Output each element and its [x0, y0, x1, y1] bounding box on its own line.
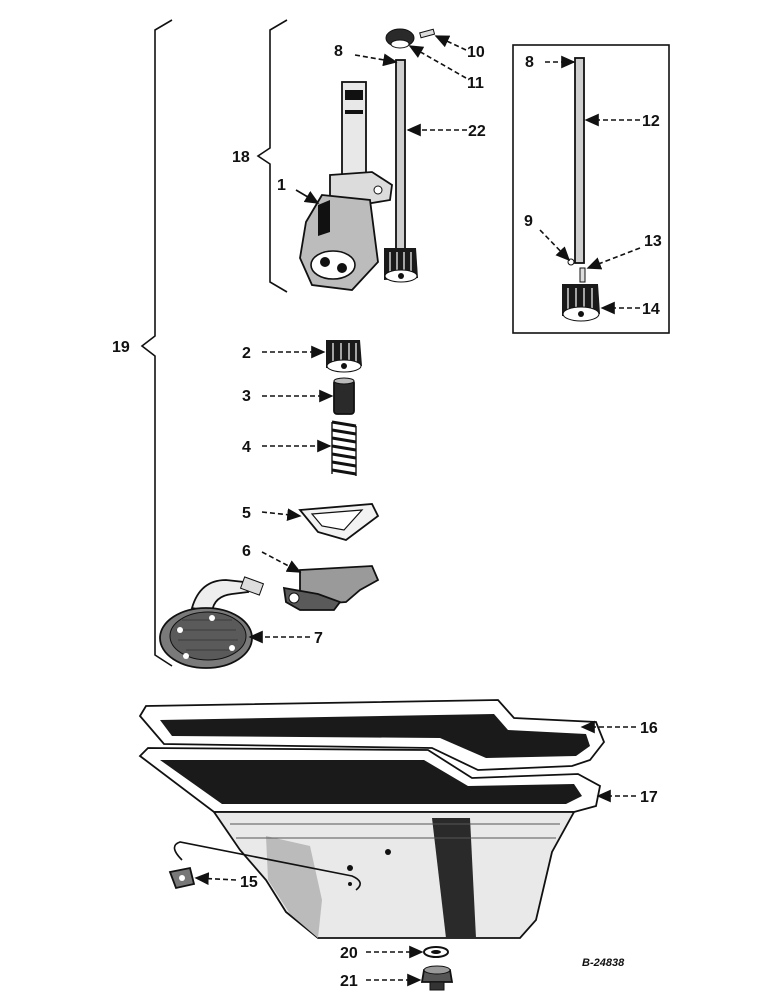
label-6: 6 — [242, 543, 251, 560]
drive-gear-11 — [385, 28, 415, 49]
label-14: 14 — [642, 301, 660, 318]
inset-box — [512, 44, 670, 334]
label-19: 19 — [112, 339, 130, 356]
label-11: 11 — [467, 75, 484, 92]
washer-20 — [423, 946, 449, 958]
pin-10 — [419, 28, 436, 39]
label-10: 10 — [467, 44, 485, 61]
pin-13 — [579, 267, 586, 283]
cover-6 — [282, 565, 380, 611]
label-16: 16 — [640, 720, 658, 737]
label-17: 17 — [640, 789, 658, 806]
label-13: 13 — [644, 233, 662, 250]
label-1: 1 — [277, 177, 286, 194]
drawing-code: B-24838 — [582, 957, 625, 969]
plunger-3 — [333, 377, 355, 415]
drain-plug-21 — [420, 965, 454, 991]
label-18: 18 — [232, 149, 250, 166]
label-4: 4 — [242, 439, 251, 456]
label-7: 7 — [314, 630, 323, 647]
oil-screen-7 — [159, 576, 265, 669]
pan-gasket-16 — [138, 699, 606, 771]
label-8b: 8 — [525, 54, 534, 71]
label-22: 22 — [468, 123, 486, 140]
bracket-18 — [256, 19, 288, 293]
oil-pan-17 — [138, 747, 602, 939]
bracket-19 — [140, 19, 173, 667]
spring-4 — [331, 420, 357, 476]
gasket-5 — [298, 503, 380, 541]
label-3: 3 — [242, 388, 251, 405]
gear-14 — [562, 284, 600, 322]
label-15: 15 — [240, 874, 258, 891]
label-21: 21 — [340, 973, 358, 990]
label-20: 20 — [340, 945, 358, 962]
label-2: 2 — [242, 345, 251, 362]
driveshaft-22 — [384, 59, 418, 283]
label-5: 5 — [242, 505, 251, 522]
label-9: 9 — [524, 213, 533, 230]
label-8a: 8 — [334, 43, 343, 60]
idler-gear-2 — [326, 340, 362, 373]
shaft-12 — [567, 57, 585, 266]
pump-body — [299, 81, 393, 291]
label-12: 12 — [642, 113, 660, 130]
dipstick-15 — [168, 841, 361, 891]
